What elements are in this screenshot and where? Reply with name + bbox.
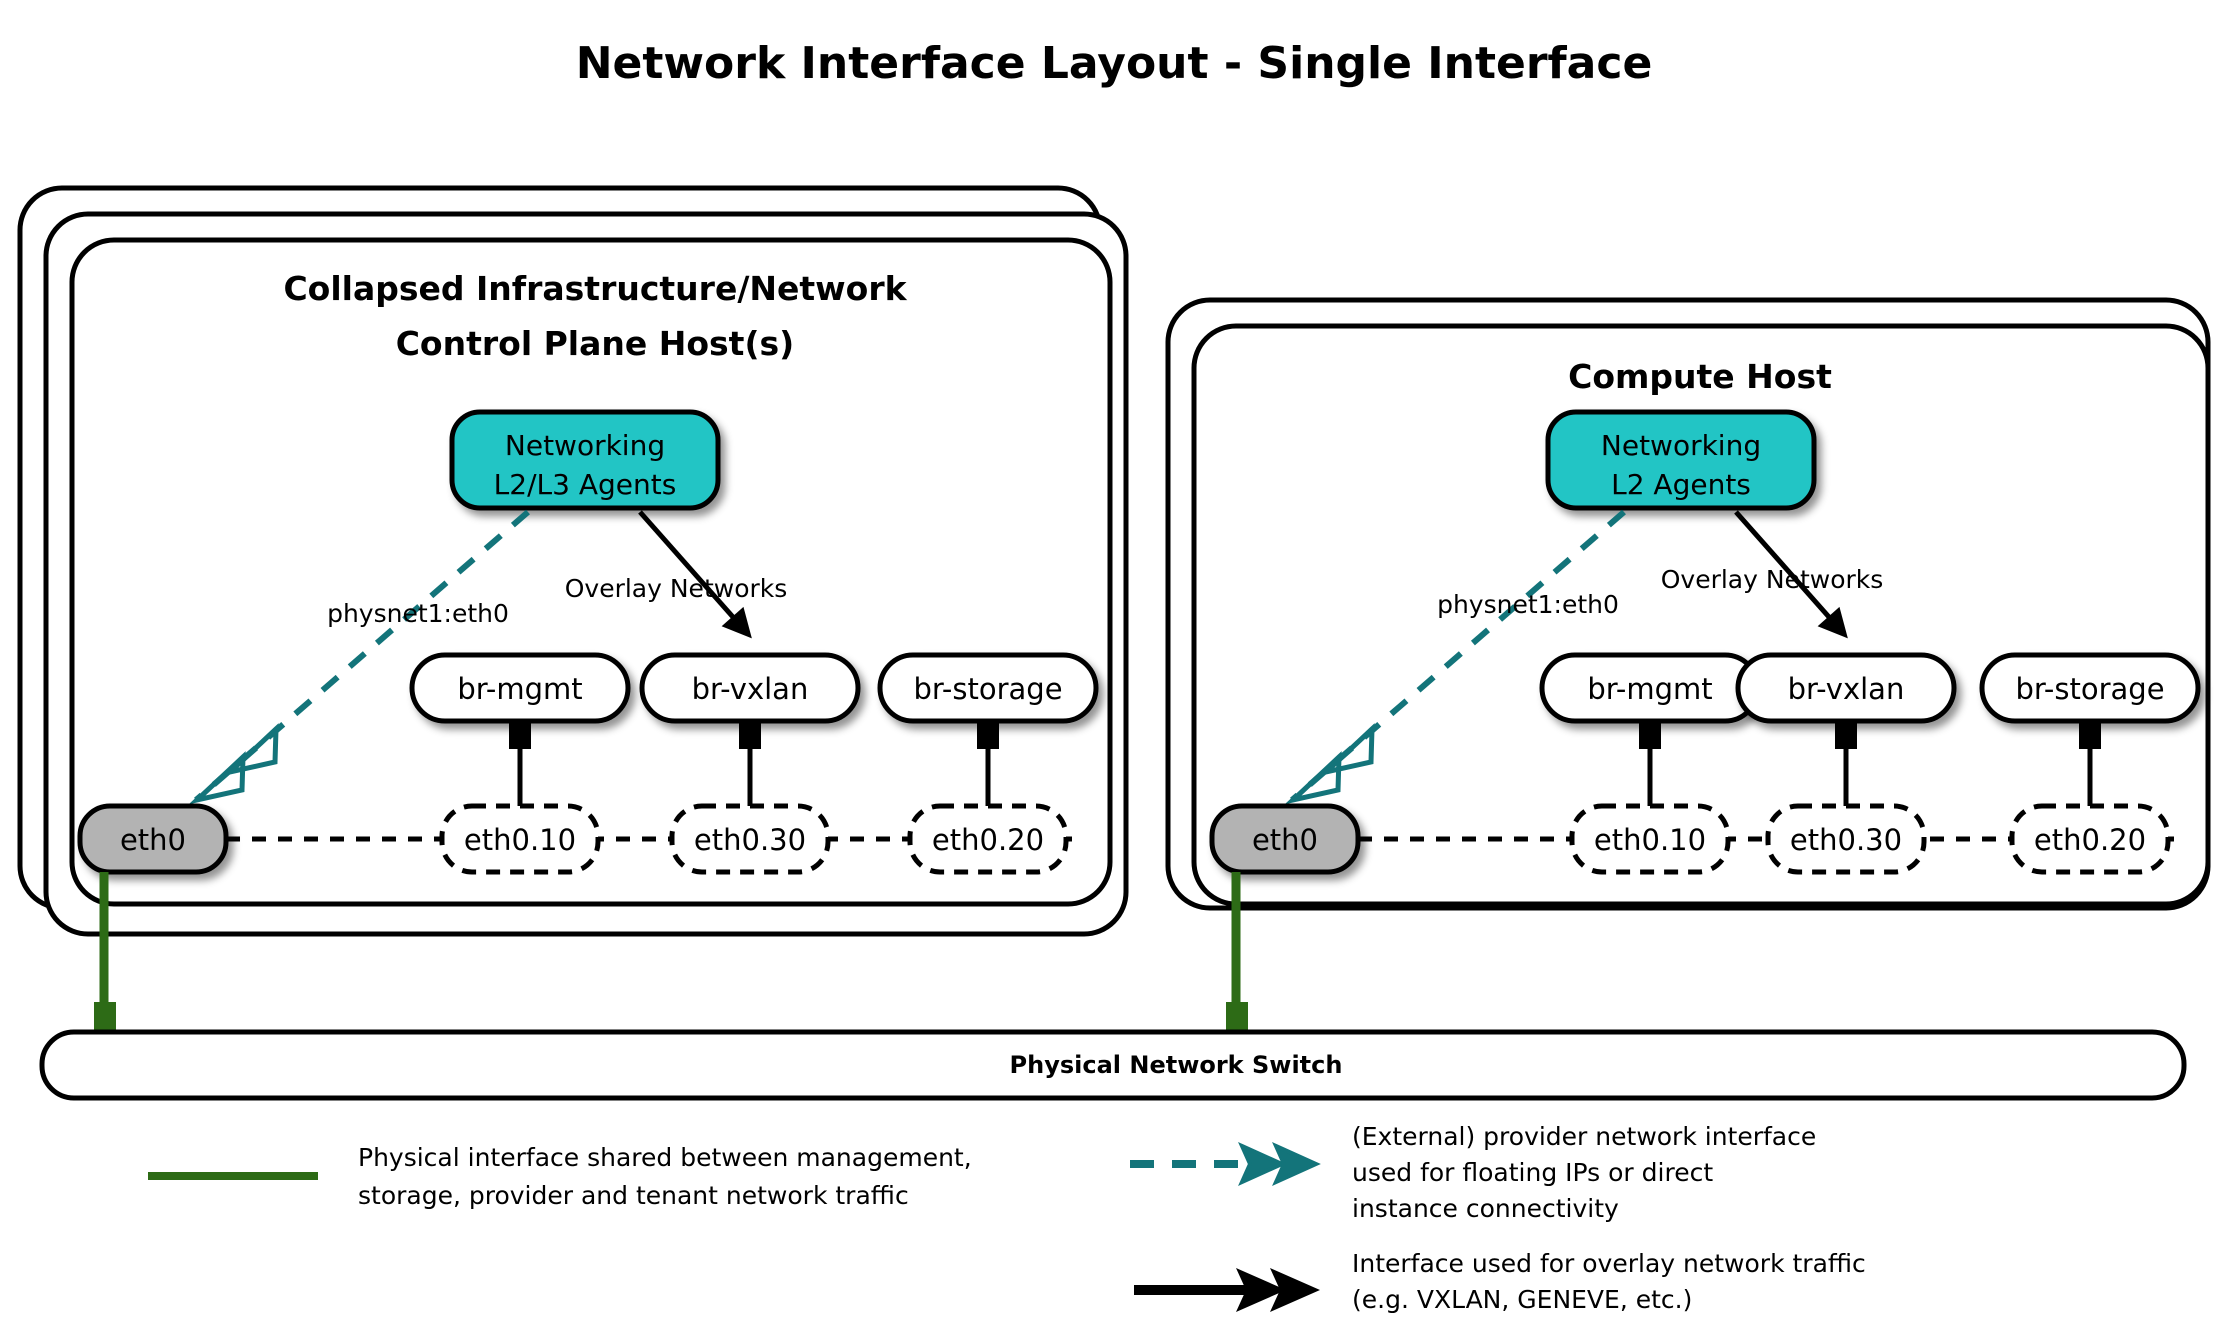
legend-item-physical-interface: Physical interface shared between manage… <box>148 1143 972 1210</box>
br-mgmt-label: br-mgmt <box>457 672 582 706</box>
legend-provider-line2: used for floating IPs or direct <box>1352 1158 1713 1187</box>
legend-provider-line1: (External) provider network interface <box>1352 1122 1816 1151</box>
compute-eth0-label: eth0 <box>1252 823 1318 857</box>
networking-agents-label-line2: L2/L3 Agents <box>494 468 677 501</box>
compute-switch-port-connector <box>1226 1002 1248 1036</box>
compute-bridge-group-br-vxlan: br-vxlan eth0.30 <box>1735 652 1957 875</box>
physical-network-switch[interactable]: Physical Network Switch <box>39 1029 2187 1101</box>
compute-networking-agents-box[interactable] <box>1545 409 1817 511</box>
page-title: Network Interface Layout - Single Interf… <box>576 38 1653 89</box>
legend-double-arrow-icon <box>1236 1268 1320 1312</box>
legend-item-provider-network: (External) provider network interface us… <box>1130 1122 1816 1223</box>
compute-networking-agents-label-line2: L2 Agents <box>1611 468 1751 501</box>
networking-agents-box[interactable] <box>449 409 721 511</box>
compute-host-title: Compute Host <box>1568 357 1832 396</box>
eth0.30-box[interactable] <box>669 803 831 875</box>
eth0.30-label: eth0.30 <box>694 823 806 857</box>
compute-eth0.20-box[interactable] <box>2009 803 2171 875</box>
compute-eth0.20-label: eth0.20 <box>2034 823 2146 857</box>
eth0.20-label: eth0.20 <box>932 823 1044 857</box>
eth0.10-box[interactable] <box>439 803 601 875</box>
compute-overlay-network-label: Overlay Networks <box>1661 565 1884 594</box>
networking-agents-label-line1: Networking <box>505 429 665 462</box>
compute-physical-interface-eth0[interactable]: eth0 <box>1209 803 1361 875</box>
compute-eth0.10-label: eth0.10 <box>1594 823 1706 857</box>
provider-network-arrow: physnet1:eth0 <box>188 509 530 805</box>
overlay-network-arrow: Overlay Networks <box>565 510 788 639</box>
compute-networking-agents-node[interactable]: Networking L2 Agents <box>1545 409 1817 511</box>
compute-bridge-group-br-storage: br-storage eth0.20 <box>1979 652 2201 875</box>
compute-eth0.30-box[interactable] <box>1765 803 1927 875</box>
bridge-group-br-mgmt: br-mgmt eth0.10 <box>409 652 631 875</box>
legend-physical-line2: storage, provider and tenant network tra… <box>358 1181 909 1210</box>
compute-host-frame-front <box>1191 323 2211 907</box>
host-title-line2: Control Plane Host(s) <box>396 324 795 363</box>
legend-provider-line3: instance connectivity <box>1352 1194 1619 1223</box>
compute-br-vxlan-port <box>1835 721 1857 749</box>
switch-label: Physical Network Switch <box>1010 1051 1343 1079</box>
compute-br-storage-label: br-storage <box>2015 672 2164 706</box>
br-vxlan-port <box>739 721 761 749</box>
br-storage-label: br-storage <box>913 672 1062 706</box>
compute-eth0.10-box[interactable] <box>1569 803 1731 875</box>
legend-double-chevron-icon <box>1238 1142 1321 1186</box>
br-mgmt-port <box>509 721 531 749</box>
host-title-line1: Collapsed Infrastructure/Network <box>283 269 907 308</box>
legend-overlay-line1: Interface used for overlay network traff… <box>1352 1249 1866 1278</box>
compute-bridge-group-br-mgmt: br-mgmt eth0.10 <box>1539 652 1761 875</box>
br-storage-port <box>977 721 999 749</box>
legend-overlay-line2: (e.g. VXLAN, GENEVE, etc.) <box>1352 1285 1692 1314</box>
compute-br-storage-port <box>2079 721 2101 749</box>
physical-interface-eth0[interactable]: eth0 <box>77 803 229 875</box>
compute-br-vxlan-label: br-vxlan <box>1788 672 1905 706</box>
host-compute: Compute Host Networking L2 Agents Overla… <box>1165 297 2211 1036</box>
compute-provider-network-label: physnet1:eth0 <box>1437 590 1619 619</box>
host-frame-front <box>69 237 1113 907</box>
br-vxlan-label: br-vxlan <box>692 672 809 706</box>
compute-provider-network-arrow: physnet1:eth0 <box>1284 509 1626 805</box>
switch-bar[interactable] <box>39 1029 2187 1101</box>
networking-agents-node[interactable]: Networking L2/L3 Agents <box>449 409 721 511</box>
compute-eth0.30-label: eth0.30 <box>1790 823 1902 857</box>
legend-physical-line1: Physical interface shared between manage… <box>358 1143 972 1172</box>
bridge-group-br-vxlan: br-vxlan eth0.30 <box>639 652 861 875</box>
host-control-plane: Collapsed Infrastructure/Network Control… <box>17 185 1129 1036</box>
compute-overlay-network-arrow: Overlay Networks <box>1661 510 1884 639</box>
compute-networking-agents-label-line1: Networking <box>1601 429 1761 462</box>
overlay-network-label: Overlay Networks <box>565 574 788 603</box>
switch-port-connector <box>94 1002 116 1036</box>
provider-network-label: physnet1:eth0 <box>327 599 509 628</box>
legend-item-overlay-network: Interface used for overlay network traff… <box>1134 1249 1866 1314</box>
bridge-group-br-storage: br-storage eth0.20 <box>877 652 1099 875</box>
eth0.20-box[interactable] <box>907 803 1069 875</box>
compute-br-mgmt-port <box>1639 721 1661 749</box>
compute-br-mgmt-label: br-mgmt <box>1587 672 1712 706</box>
legend: Physical interface shared between manage… <box>148 1122 1866 1314</box>
eth0.10-label: eth0.10 <box>464 823 576 857</box>
eth0-label: eth0 <box>120 823 186 857</box>
